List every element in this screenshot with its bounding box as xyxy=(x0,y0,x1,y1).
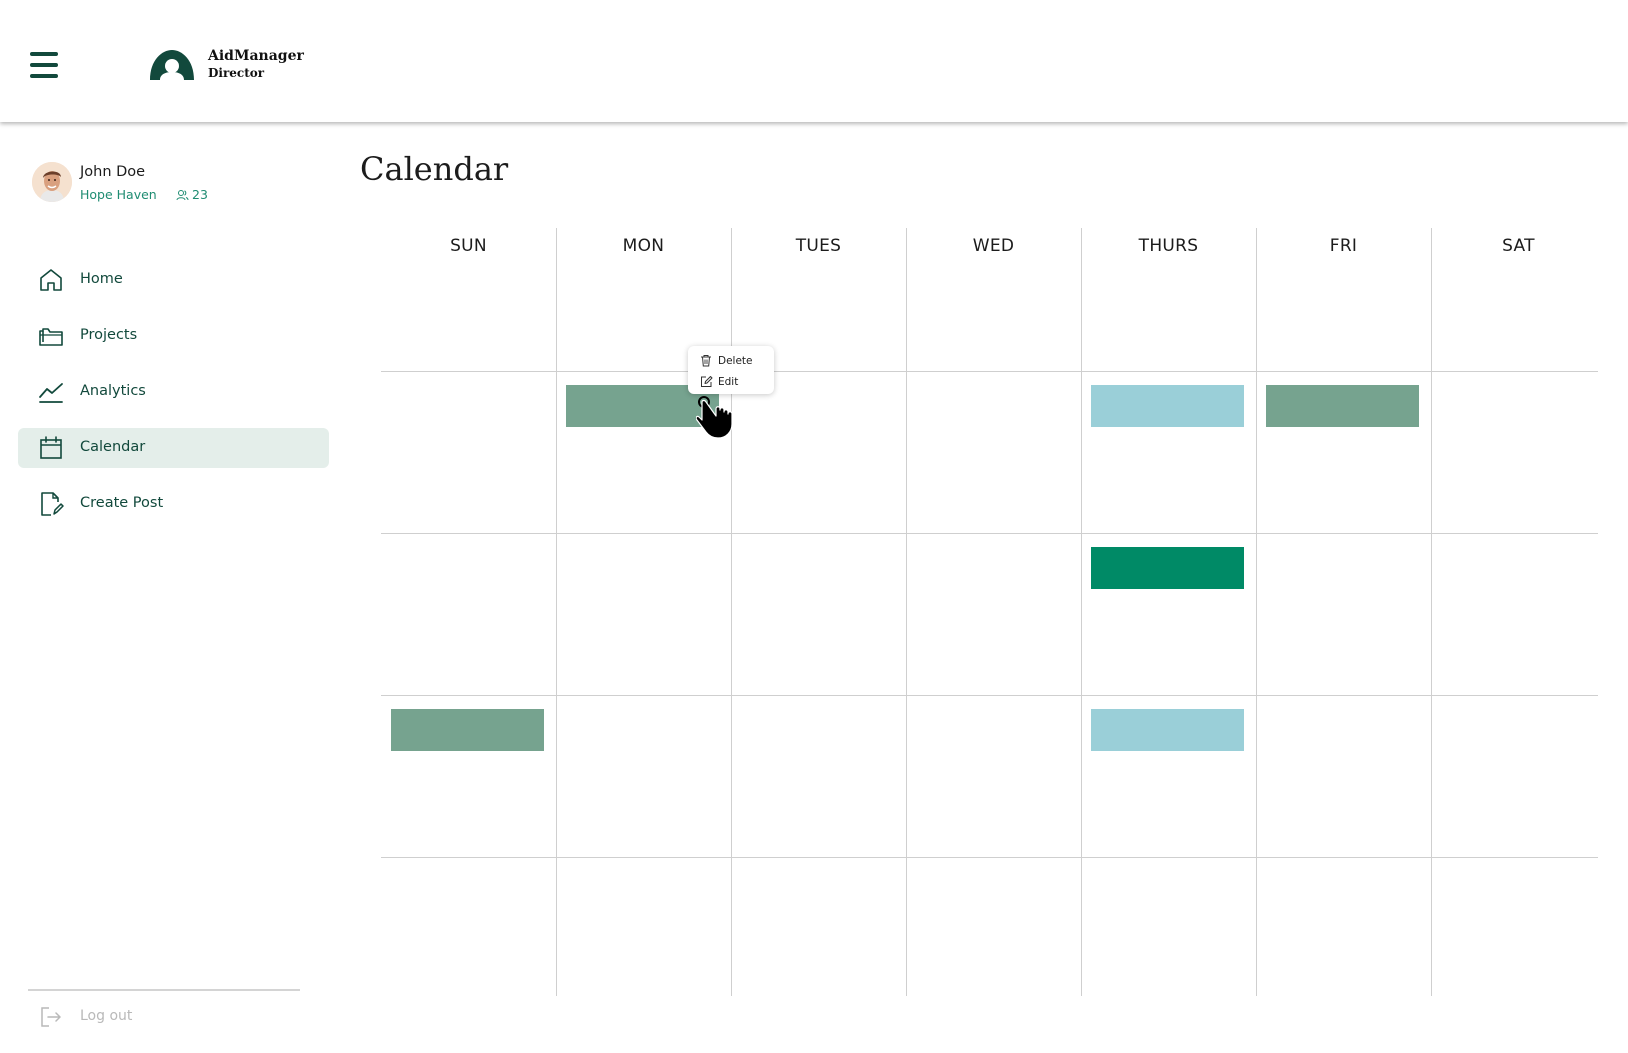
column-divider xyxy=(1431,228,1432,996)
sidebar-item-calendar[interactable]: Calendar xyxy=(18,428,329,468)
column-divider xyxy=(731,228,732,996)
sidebar-item-label: Analytics xyxy=(80,383,146,399)
page-title: Calendar xyxy=(360,150,509,188)
calendar-event-fri-week2[interactable] xyxy=(1266,385,1419,427)
day-header-sun: SUN xyxy=(450,236,487,256)
member-count: 23 xyxy=(176,187,208,202)
sidebar-item-label: Home xyxy=(80,271,123,287)
day-header-wed: WED xyxy=(972,236,1015,256)
sidebar-item-projects[interactable]: Projects xyxy=(18,316,329,356)
logout-button[interactable]: Log out xyxy=(40,1004,200,1030)
row-divider xyxy=(381,533,1598,534)
row-divider xyxy=(381,371,1598,372)
edit-label: Edit xyxy=(718,376,739,388)
delete-menu-item[interactable]: Delete xyxy=(700,352,770,370)
calendar-icon xyxy=(40,436,62,459)
calendar-grid: SUN MON TUES WED THURS FRI SAT xyxy=(381,228,1598,996)
logout-label: Log out xyxy=(80,1008,133,1024)
calendar-event-thurs-week2[interactable] xyxy=(1091,385,1244,427)
sidebar-item-create-post[interactable]: Create Post xyxy=(18,484,329,524)
sidebar-item-home[interactable]: Home xyxy=(18,260,329,300)
column-divider xyxy=(556,228,557,996)
member-count-value: 23 xyxy=(192,187,208,202)
sidebar-item-label: Projects xyxy=(80,327,138,343)
day-header-fri: FRI xyxy=(1329,236,1358,256)
hamburger-menu-icon[interactable] xyxy=(30,52,58,78)
row-divider xyxy=(381,857,1598,858)
aidmanager-logo-icon xyxy=(150,50,194,80)
users-icon xyxy=(176,190,189,201)
event-context-menu: Delete Edit xyxy=(688,346,774,394)
hand-pointer-cursor-icon xyxy=(696,396,733,439)
chart-line-icon xyxy=(39,383,63,403)
calendar-event-thurs-week3[interactable] xyxy=(1091,547,1244,589)
user-organization: Hope Haven xyxy=(80,187,157,202)
day-header-thurs: THURS xyxy=(1138,236,1199,256)
user-profile: John Doe Hope Haven 23 xyxy=(32,162,332,206)
app-role: Director xyxy=(208,66,265,80)
day-header-sat: SAT xyxy=(1502,236,1535,256)
column-divider xyxy=(906,228,907,996)
trash-icon xyxy=(701,355,711,367)
edit-document-icon xyxy=(41,492,64,516)
sidebar-item-label: Create Post xyxy=(80,495,164,511)
column-divider xyxy=(1081,228,1082,996)
app-name: AidManager xyxy=(208,48,304,64)
app-brand: AidManager Director xyxy=(208,48,304,82)
calendar-event-sun-week4[interactable] xyxy=(391,709,544,751)
edit-icon xyxy=(701,376,713,387)
edit-menu-item[interactable]: Edit xyxy=(700,373,770,391)
row-divider xyxy=(381,695,1598,696)
sidebar-item-label: Calendar xyxy=(80,439,146,455)
avatar xyxy=(32,162,72,202)
day-header-tues: TUES xyxy=(795,236,842,256)
sidebar-divider xyxy=(28,989,300,991)
home-icon xyxy=(40,269,62,291)
top-bar: AidManager Director xyxy=(0,0,1628,122)
logout-icon xyxy=(41,1007,61,1027)
delete-label: Delete xyxy=(718,355,753,367)
folder-icon xyxy=(39,328,63,346)
column-divider xyxy=(1256,228,1257,996)
user-name: John Doe xyxy=(80,164,146,180)
sidebar-item-analytics[interactable]: Analytics xyxy=(18,372,329,412)
day-header-mon: MON xyxy=(622,236,665,256)
calendar-event-thurs-week4[interactable] xyxy=(1091,709,1244,751)
